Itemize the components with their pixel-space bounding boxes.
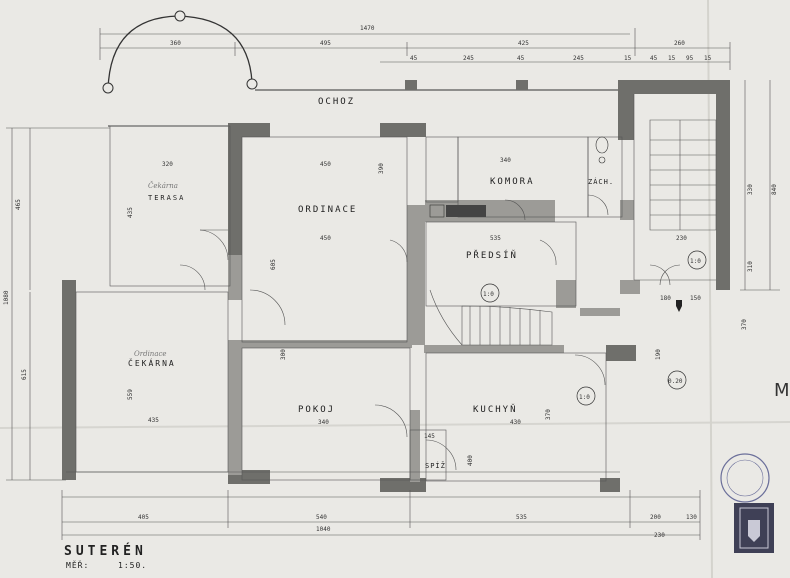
kitchen-unit-fixture [446, 205, 486, 217]
dim-inner-4: 340 [500, 157, 511, 164]
dim-top-small-2: 245 [463, 55, 474, 62]
dim-top-total: 1470 [360, 25, 375, 32]
dim-bottom-3: 535 [516, 514, 527, 521]
dim-inner-2: 450 [320, 161, 331, 168]
dim-height-5: 559 [127, 389, 134, 400]
handwritten-note-cekarna: Ordinace [134, 350, 167, 358]
toilet-bowl-fixture [598, 156, 606, 164]
entrance-marker-icon [676, 300, 682, 306]
dim-right-3: 310 [747, 261, 754, 272]
dim-top-small-1: 45 [410, 55, 418, 62]
dim-bottom-2: 540 [316, 514, 327, 521]
dim-inner-6: 340 [318, 419, 329, 426]
marker-label-2: 1:0 [579, 394, 590, 401]
room-label-spiz: SPÍŽ [425, 461, 446, 470]
marker-label-3: 1:0 [690, 258, 701, 265]
room-label-terasa: TERASA [148, 194, 185, 202]
right-dimension-lines [740, 80, 780, 291]
dim-inner-12: 180 [660, 295, 671, 302]
staircase-main [429, 289, 553, 346]
room-label-ordinace: ORDINACE [298, 205, 357, 215]
dim-left-3: 615 [21, 369, 28, 380]
arch-column-left [102, 82, 114, 94]
dim-height-2: 605 [270, 259, 277, 270]
dim-top-small-8: 95 [686, 55, 694, 62]
stove-fixture [429, 204, 445, 218]
dim-right-2: 840 [771, 184, 778, 195]
marker-label-4: 0.20 [668, 378, 683, 385]
dim-top-seg-1: 360 [170, 40, 181, 47]
dim-bottom-total: 1040 [316, 526, 331, 533]
dim-top-small-7: 15 [668, 55, 676, 62]
dim-top-seg-2: 495 [320, 40, 331, 47]
paper-fold-vertical [707, 0, 713, 578]
scale-label: MĚŘ: [66, 559, 89, 570]
dim-inner-3: 450 [320, 235, 331, 242]
dim-top-small-3: 45 [517, 55, 525, 62]
dim-height-4: 370 [545, 409, 552, 420]
level-markers [480, 250, 707, 406]
top-dimension-lines [99, 28, 731, 70]
toilet-fixture [595, 136, 609, 154]
corner-letter: M [774, 380, 790, 401]
dim-right-5: 190 [655, 349, 662, 360]
room-outlines [66, 94, 716, 482]
dim-top-seg-4: 260 [674, 40, 685, 47]
staircase-right [649, 119, 717, 231]
room-label-pokoj: POKOJ [298, 405, 335, 415]
dim-height-1: 435 [127, 207, 134, 218]
dim-top-small-5: 15 [624, 55, 632, 62]
dim-inner-5: 435 [148, 417, 159, 424]
arch-column-top [174, 10, 186, 22]
room-label-predsin: PŘEDSÍŇ [466, 249, 518, 261]
approval-stamp [720, 453, 774, 553]
dim-bottom-5: 130 [686, 514, 697, 521]
dim-inner-8: 535 [490, 235, 501, 242]
scale-value: 1:50. [118, 561, 147, 570]
door-swings [179, 194, 681, 471]
room-label-kuchyn: KUCHYŇ [473, 403, 518, 415]
dim-top-seg-3: 425 [518, 40, 529, 47]
dim-left-1: 465 [15, 199, 22, 210]
room-label-komora: KOMORA [490, 177, 535, 187]
dim-right-1: 330 [747, 184, 754, 195]
dim-bottom-right: 230 [654, 532, 665, 539]
bottom-dimension-lines [61, 490, 701, 540]
sheet-title: SUTERÉN [64, 543, 147, 559]
dim-top-small-9: 15 [704, 55, 712, 62]
arch-column-right [246, 78, 258, 90]
outer-walls [62, 80, 730, 492]
dim-inner-10: 230 [676, 235, 687, 242]
dim-right-4: 370 [741, 319, 748, 330]
dim-height-3: 390 [378, 163, 385, 174]
room-label-ochoz: OCHOZ [318, 97, 355, 107]
dim-height-6: 300 [280, 349, 287, 360]
dim-inner-9: 145 [424, 433, 435, 440]
dim-top-small-4: 245 [573, 55, 584, 62]
marker-label-1: 1:0 [483, 291, 494, 298]
entrance-arrow-icon [676, 306, 682, 312]
handwritten-note-terasa: Čekárna [148, 181, 178, 190]
dim-bottom-4: 200 [650, 514, 661, 521]
dim-left-2: 1080 [3, 290, 10, 305]
room-label-cekarna: ČEKÁRNA [128, 357, 176, 368]
left-dimension-lines [6, 127, 110, 481]
dim-inner-7: 430 [510, 419, 521, 426]
dim-bottom-1: 405 [138, 514, 149, 521]
dim-inner-1: 320 [162, 161, 173, 168]
room-label-zach: ZÁCH. [588, 177, 614, 186]
paper-fold-horizontal [0, 421, 790, 429]
dim-top-small-6: 45 [650, 55, 658, 62]
dim-inner-11: 150 [690, 295, 701, 302]
dim-height-7: 400 [467, 455, 474, 466]
